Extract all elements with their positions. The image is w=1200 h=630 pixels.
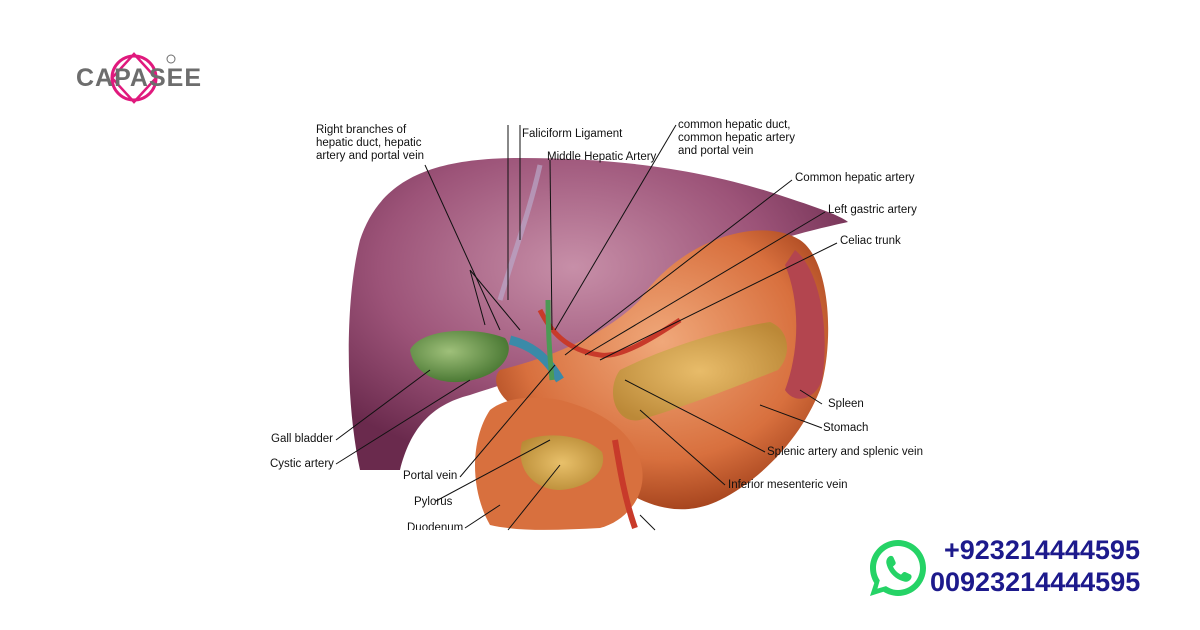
- label-cystic-artery: Cystic artery: [270, 458, 334, 470]
- leader-lines: [335, 124, 838, 531]
- logo-emblem: [110, 52, 176, 104]
- pancreas-head: [520, 435, 604, 490]
- phone-number-2[interactable]: 00923214444595: [930, 567, 1141, 597]
- bile-duct-vessel: [545, 299, 555, 381]
- label-spleen: Spleen: [828, 398, 864, 410]
- label-inferior-mesenteric-vein: Inferior mesenteric vein: [728, 479, 848, 491]
- label-celiac-trunk: Celiac trunk: [840, 235, 901, 247]
- label-stomach: Stomach: [823, 422, 869, 434]
- image-crop: [340, 530, 900, 630]
- label-falciform-ligament: Faliciform Ligament: [522, 128, 623, 140]
- label-right-branches: Right branches of hepatic duct, hepatic …: [316, 124, 425, 162]
- falciform-groove: [497, 164, 543, 301]
- label-middle-hepatic-artery: Middle Hepatic Artery: [547, 151, 657, 163]
- phone-number-1[interactable]: +923214444595: [944, 535, 1140, 565]
- contact-block: +923214444595 00923214444595: [930, 534, 1192, 598]
- mesenteric-vessel: [612, 439, 638, 530]
- label-duodenum: Duodenum: [407, 522, 464, 530]
- brand-name: CAPASEE: [76, 64, 203, 92]
- label-gall-bladder: Gall bladder: [271, 433, 334, 445]
- capasee-logo: [110, 52, 176, 104]
- label-common-hepatic-artery: Common hepatic artery: [795, 172, 915, 184]
- portal-vein-vessel: [508, 335, 564, 383]
- whatsapp-icon[interactable]: [866, 536, 930, 600]
- label-splenic: Splenic artery and splenic vein: [767, 446, 923, 458]
- label-portal-vein: Portal vein: [403, 470, 458, 482]
- label-left-gastric-artery: Left gastric artery: [828, 204, 917, 216]
- label-pylorus: Pylorus: [414, 496, 453, 508]
- liver: [348, 158, 848, 470]
- label-common-hepatic-duct: common hepatic duct, common hepatic arte…: [678, 119, 795, 157]
- spleen: [785, 250, 825, 399]
- gall-bladder: [410, 330, 509, 383]
